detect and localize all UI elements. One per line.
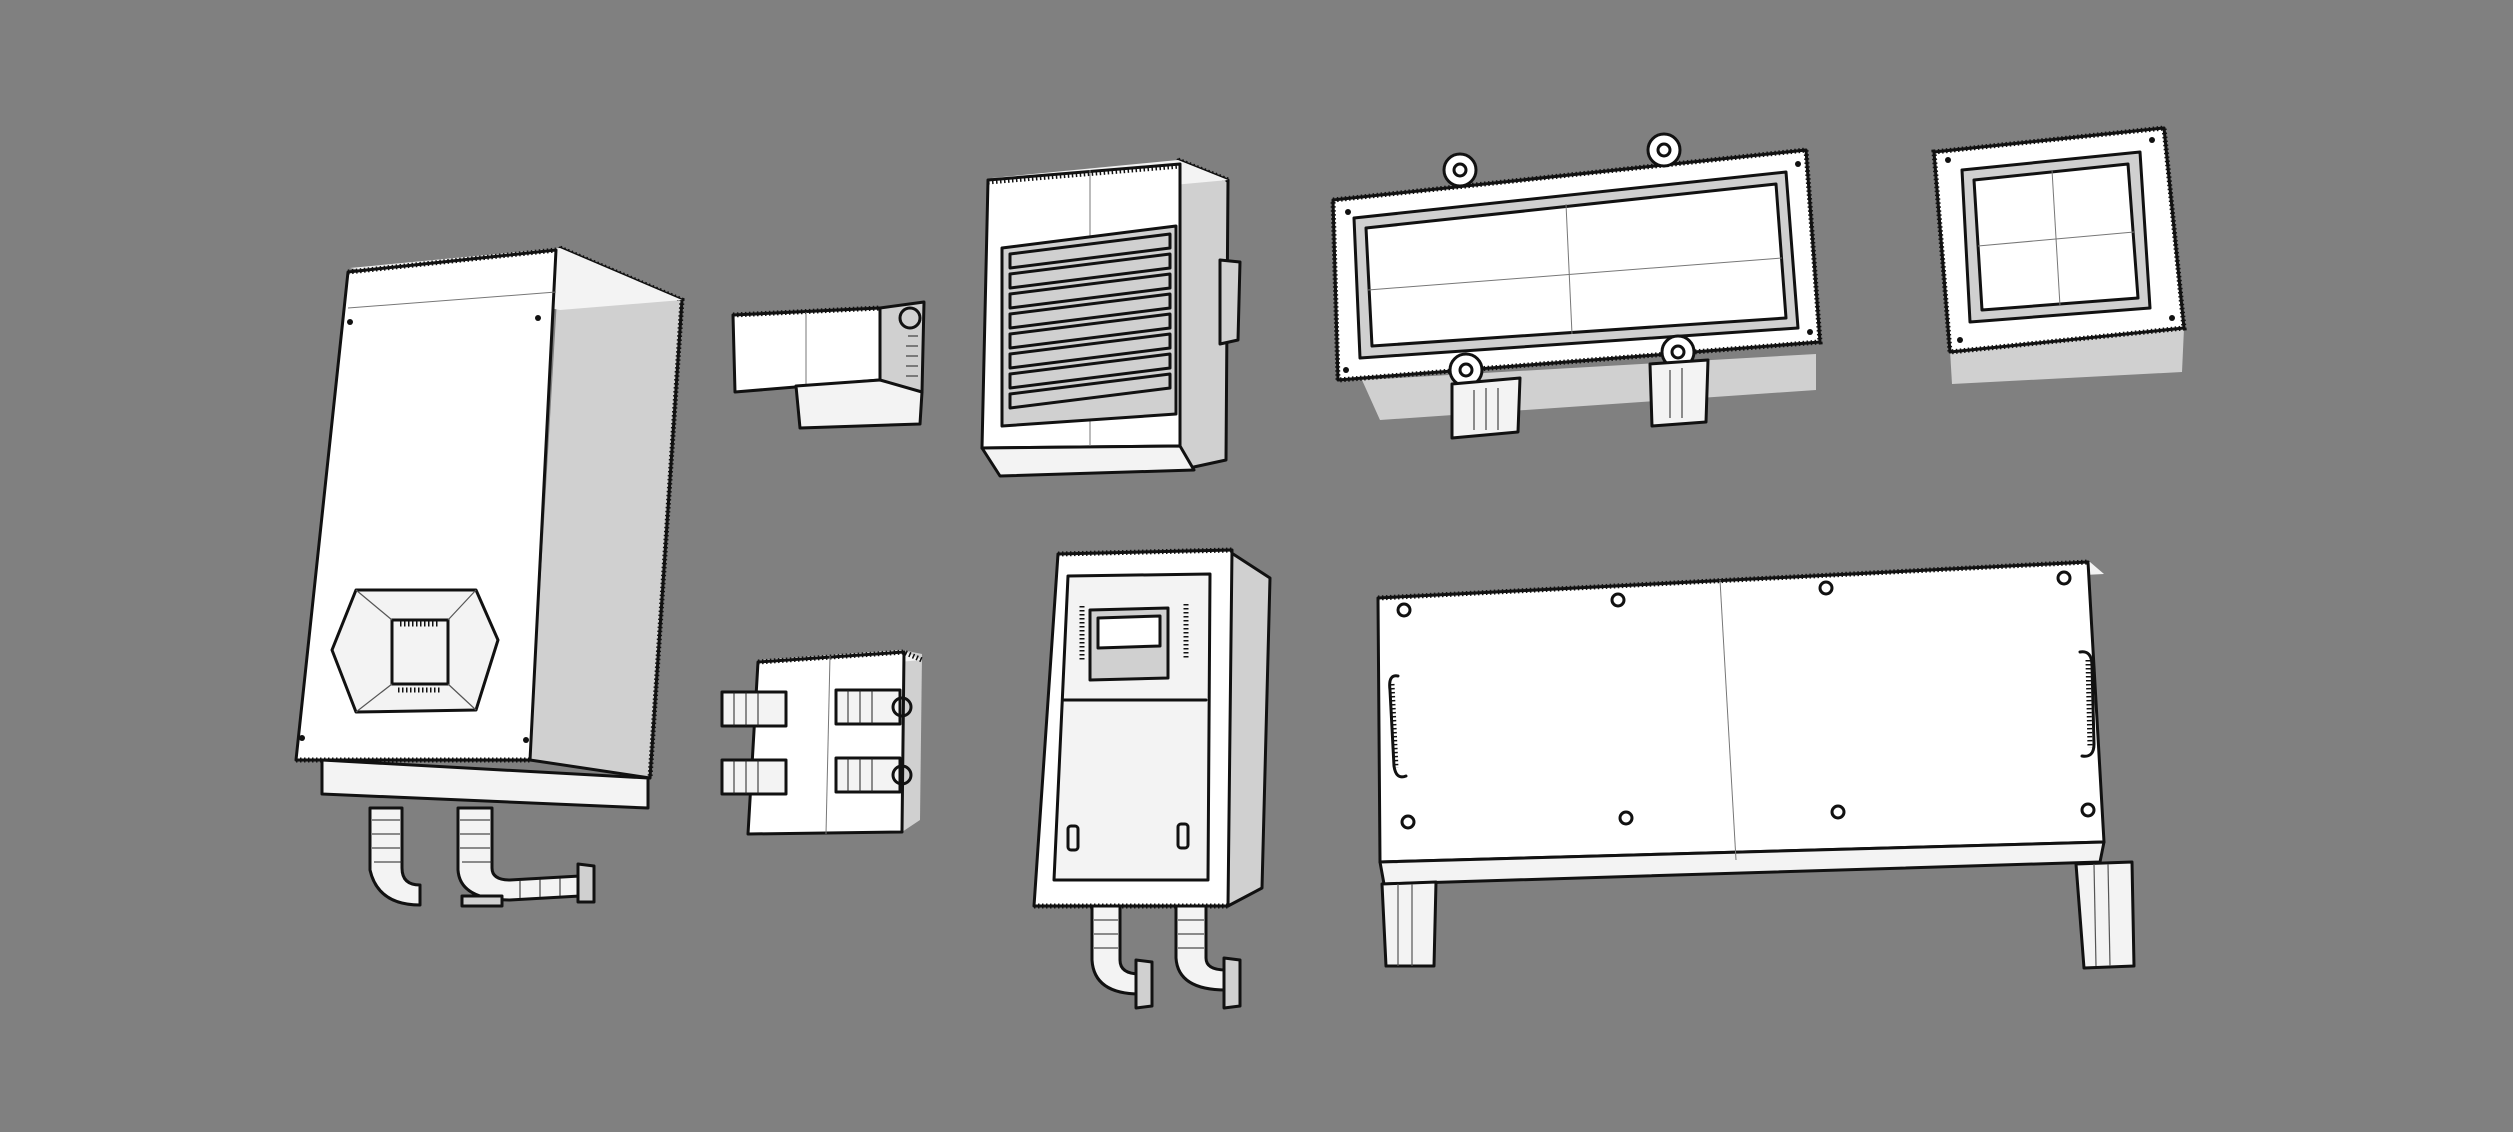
meter-cabinet[interactable] (1032, 547, 1272, 1010)
tall-electrical-cabinet[interactable] (294, 245, 685, 908)
meter-latches (1066, 822, 1190, 852)
cabinet-pipes (368, 806, 596, 908)
bench-handles (1388, 650, 2096, 779)
meter-display-window (1088, 606, 1170, 682)
wide-frame-panel[interactable] (1330, 132, 1823, 440)
connector-pipes (720, 688, 913, 796)
vent-grille (1000, 224, 1178, 428)
pipe-connector-block[interactable] (720, 649, 924, 836)
small-bracket-box[interactable] (731, 300, 926, 430)
bench-legs (1380, 860, 2136, 970)
bench-bolts (1396, 570, 2096, 830)
meter-pipes (1090, 904, 1242, 1010)
square-frame-panel[interactable] (1931, 125, 2187, 384)
cabinet-access-panel (330, 588, 500, 714)
louvered-vent-box[interactable] (980, 157, 1242, 478)
long-bench-panel[interactable] (1376, 559, 2136, 970)
wide-panel-clamps (1442, 132, 1710, 440)
